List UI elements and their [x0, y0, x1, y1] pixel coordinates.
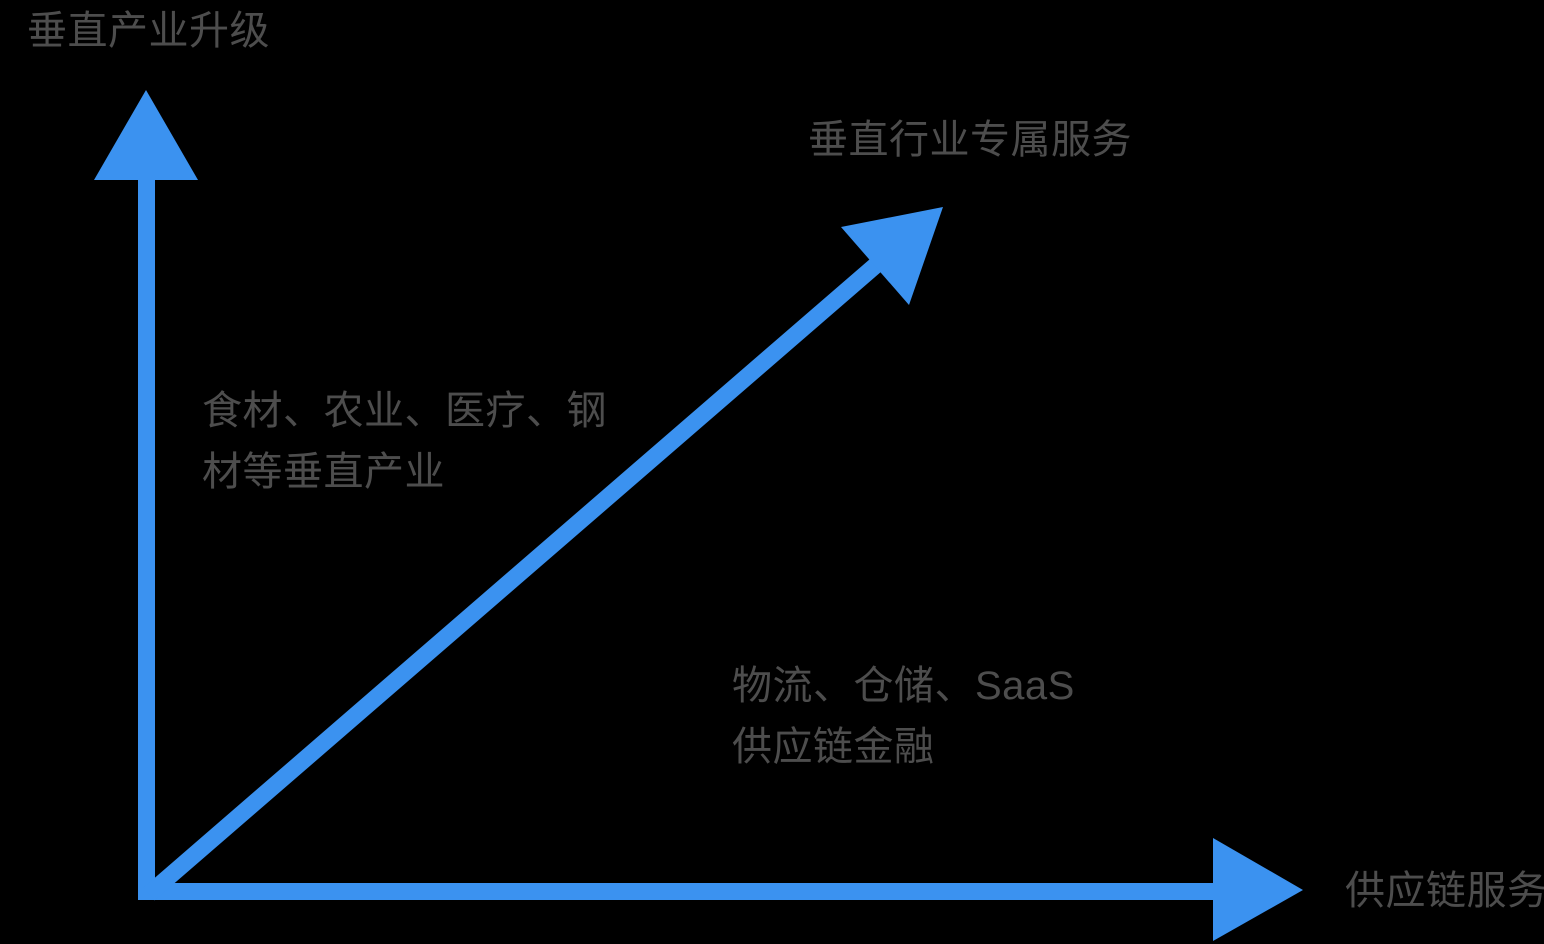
y-axis-annotation-line-1: 食材、农业、医疗、钢: [202, 389, 607, 433]
x-axis-annotation-line-2: 供应链金融: [732, 725, 935, 769]
y-axis-annotation: 食材、农业、医疗、钢 材等垂直产业: [202, 381, 607, 503]
y-axis-arrow: [94, 90, 198, 900]
y-axis-label: 垂直产业升级: [27, 9, 270, 53]
x-axis-shaft: [138, 883, 1216, 900]
x-axis-arrow: [138, 838, 1303, 941]
diagonal-arrowhead-icon: [841, 207, 943, 305]
x-axis-annotation-line-1: 物流、仓储、SaaS: [732, 664, 1075, 708]
x-axis-label: 供应链服务: [1345, 869, 1544, 913]
y-axis-arrowhead-icon: [94, 90, 198, 180]
x-axis-arrowhead-icon: [1213, 838, 1303, 941]
y-axis-shaft: [138, 172, 155, 900]
diagonal-arrow: [143, 207, 943, 901]
x-axis-annotation: 物流、仓储、SaaS 供应链金融: [732, 656, 1075, 778]
y-axis-annotation-line-2: 材等垂直产业: [202, 450, 445, 494]
diagonal-shaft: [143, 258, 882, 901]
diagonal-label: 垂直行业专属服务: [808, 118, 1132, 162]
